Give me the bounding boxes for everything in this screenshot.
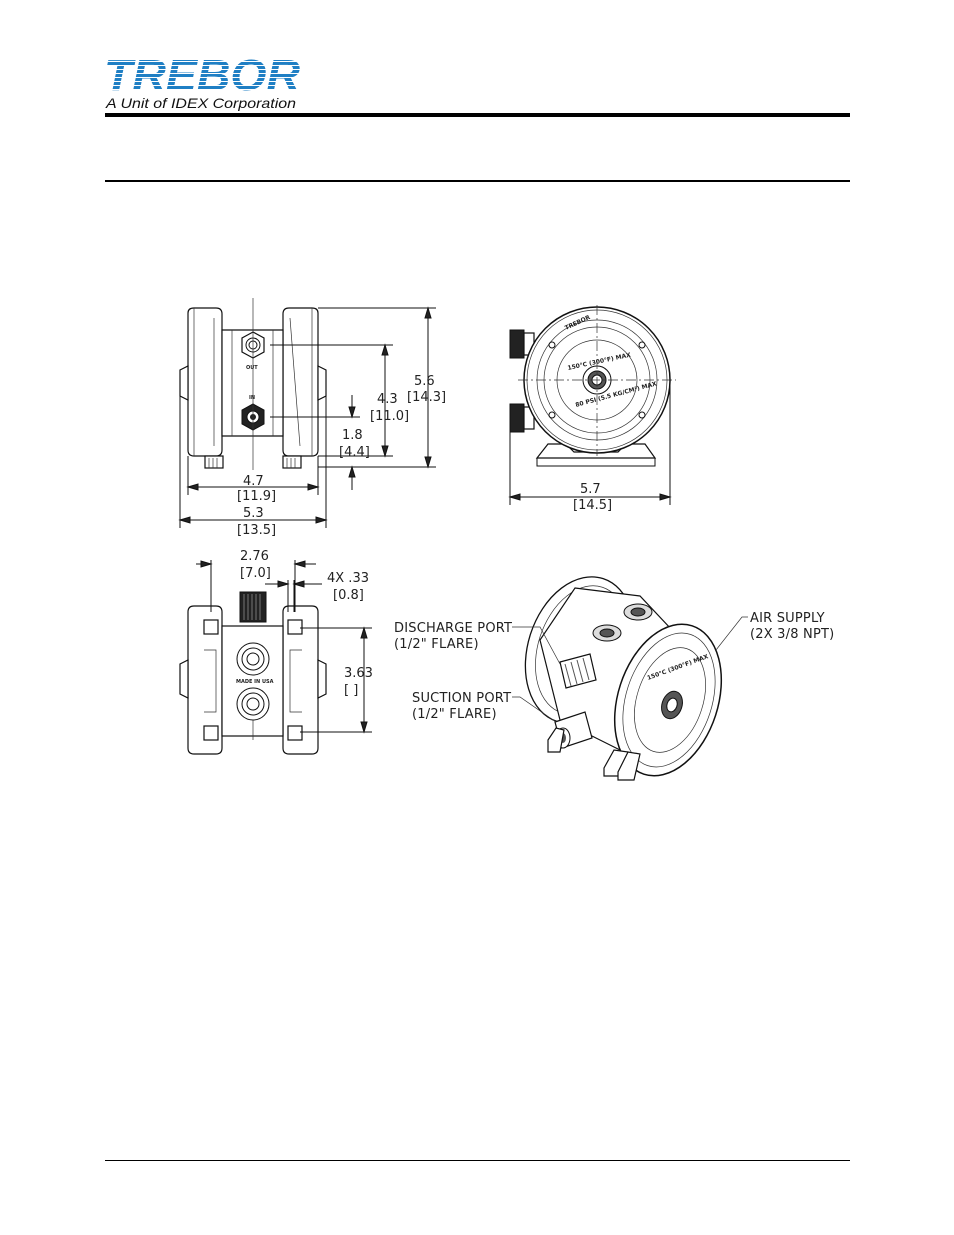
trebor-logo: TREBOR A Unit of IDEX Corporation bbox=[104, 51, 300, 111]
made-in-label: MADE IN USA bbox=[236, 679, 274, 685]
dim-center-spacing-inch: 2.76 bbox=[240, 549, 269, 564]
dim-port-offset-inch: 3.63 bbox=[344, 666, 373, 681]
dim-inlet-height-mm: [4.4] bbox=[339, 445, 370, 460]
air-supply-spec: (2X 3/8 NPT) bbox=[750, 627, 834, 642]
dim-inner-width-mm: [11.9] bbox=[237, 489, 276, 504]
dim-outer-width-inch: 5.3 bbox=[243, 506, 264, 521]
dim-hole-mm: [0.8] bbox=[333, 588, 364, 603]
footer-rule bbox=[105, 1160, 850, 1161]
suction-port-spec: (1/2" FLARE) bbox=[412, 707, 497, 722]
front-view: OUT IN bbox=[178, 298, 436, 528]
header-rule bbox=[105, 113, 850, 117]
out-port-label: OUT bbox=[246, 365, 258, 371]
dim-inner-width-inch: 4.7 bbox=[243, 474, 264, 489]
dim-side-width-mm: [14.5] bbox=[573, 498, 612, 513]
dim-hole-inch: 4X .33 bbox=[327, 571, 369, 586]
in-port-label: IN bbox=[249, 395, 255, 401]
suction-port-label: SUCTION PORT bbox=[412, 691, 511, 706]
discharge-port-spec: (1/2" FLARE) bbox=[394, 637, 479, 652]
dim-center-spacing-mm: [7.0] bbox=[240, 566, 271, 581]
dim-side-width-inch: 5.7 bbox=[580, 482, 601, 497]
section-rule bbox=[105, 180, 850, 182]
iso-view: 150°C (300°F) MAX bbox=[512, 576, 748, 781]
logo-tagline: A Unit of IDEX Corporation bbox=[105, 95, 296, 111]
dim-port-offset-mm: [ ] bbox=[344, 683, 358, 698]
bottom-view: MADE IN USA bbox=[179, 560, 372, 755]
air-supply-label: AIR SUPPLY bbox=[750, 611, 825, 626]
dim-inlet-height-inch: 1.8 bbox=[342, 428, 363, 443]
dim-port-spacing-inch: 4.3 bbox=[377, 392, 398, 407]
logo-wordmark: TREBOR bbox=[104, 51, 300, 100]
dim-port-spacing-mm: [11.0] bbox=[370, 409, 409, 424]
discharge-port-label: DISCHARGE PORT bbox=[394, 621, 512, 636]
dim-height-inch: 5.6 bbox=[414, 374, 435, 389]
dim-height-mm: [14.3] bbox=[407, 390, 446, 405]
dim-outer-width-mm: [13.5] bbox=[237, 523, 276, 538]
side-view: TREBOR 150°C (300°F) MAX 80 PSI (5.5 KG/… bbox=[508, 305, 676, 505]
